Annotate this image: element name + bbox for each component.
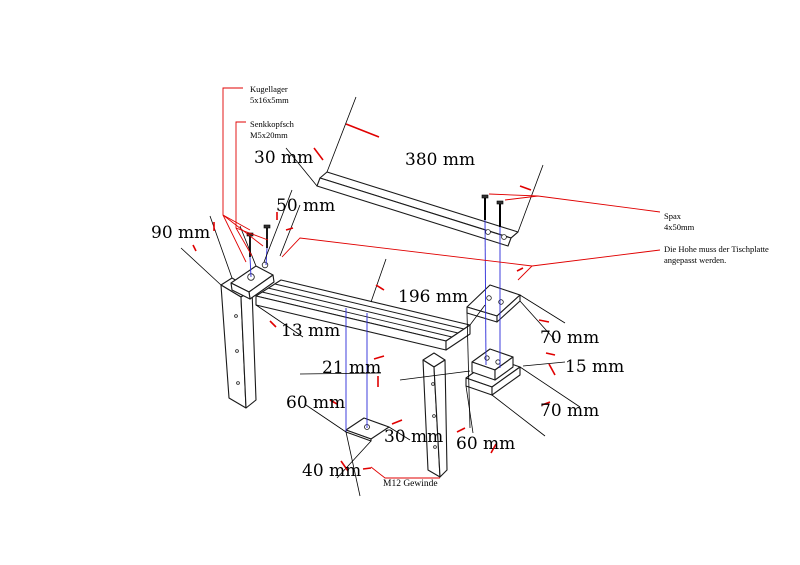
- dim-block-side-bottom: 70 mm: [540, 401, 599, 421]
- note-spax-size: 4x50mm: [664, 222, 695, 232]
- dim-leg-offset: 90 mm: [151, 223, 210, 243]
- dim-top-bar-end: 30 mm: [254, 148, 313, 168]
- notes: Kugellager 5x16x5mm Senkkopfsch M5x20mm …: [250, 84, 769, 489]
- note-spax-title: Spax: [664, 211, 682, 221]
- note-screw-title: Senkkopfsch: [250, 119, 295, 129]
- top-bar: [316, 171, 519, 247]
- dim-post-height: 21 mm: [322, 358, 381, 378]
- right-upper-block: [466, 284, 521, 323]
- dim-foot-plate-width: 40 mm: [302, 461, 361, 481]
- dim-foot-plate-side: 30 mm: [384, 427, 443, 447]
- top-bar-hole-1: [485, 229, 491, 235]
- note-bearing-title: Kugellager: [250, 84, 288, 94]
- screws: [246, 194, 504, 257]
- foot-plate: [345, 417, 390, 442]
- dim-crossbar-thickness: 13 mm: [281, 321, 340, 341]
- dimension-labels: 380 mm 30 mm 50 mm 90 mm 196 mm 13 mm 21…: [151, 148, 624, 481]
- dim-bolt-spacing: 50 mm: [276, 196, 335, 216]
- note-thread: M12 Gewinde: [383, 479, 438, 489]
- note-height-line2: angepasst werden.: [664, 255, 726, 265]
- dimension-arrows: [192, 123, 556, 472]
- dim-top-bar-length: 380 mm: [405, 150, 475, 170]
- dim-foot-plate-depth: 60 mm: [286, 393, 345, 413]
- dim-block-height: 15 mm: [565, 357, 624, 377]
- assembly-axes: [249, 219, 501, 432]
- dim-crossbar-length: 196 mm: [398, 287, 468, 307]
- top-bar-hole-2: [501, 234, 507, 240]
- note-height-line1: Die Hohe muss der Tischplatte: [664, 244, 769, 254]
- left-end-block: [230, 261, 275, 300]
- spax-screw-icon: [481, 194, 504, 227]
- note-bearing-size: 5x16x5mm: [250, 95, 289, 105]
- extension-lines: [180, 96, 581, 497]
- note-screw-size: M5x20mm: [250, 130, 288, 140]
- right-leg: [422, 352, 448, 478]
- note-leaders: [222, 87, 661, 479]
- right-lower-block: [465, 348, 521, 396]
- dim-block-side-top: 70 mm: [540, 328, 599, 348]
- countersunk-screw-icon: [246, 224, 271, 257]
- dim-block-depth: 60 mm: [456, 434, 515, 454]
